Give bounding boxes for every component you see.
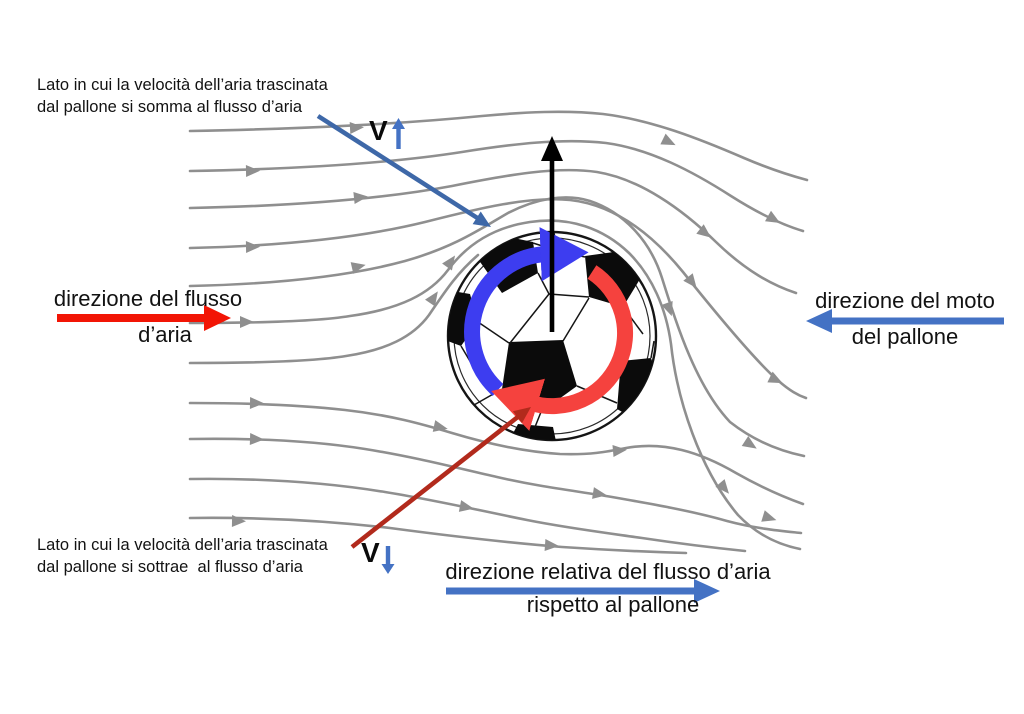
flow-arrowhead xyxy=(741,435,757,449)
ball-seam xyxy=(650,340,655,359)
streamline xyxy=(188,437,803,535)
caption-bottom-line2: dal pallone si sottrae al flusso d’aria xyxy=(37,558,303,576)
flow-arrowhead xyxy=(761,510,777,522)
relative-flow-label-line2: rispetto al pallone xyxy=(526,592,700,617)
flow-arrowhead xyxy=(240,316,254,328)
caption-top-line2: dal pallone si somma al flusso d’aria xyxy=(37,98,303,116)
flow-arrowhead xyxy=(249,433,264,445)
flow-direction-label-line2: d’aria xyxy=(138,322,192,347)
streamline xyxy=(188,516,688,555)
flow-arrowhead xyxy=(249,397,264,409)
flow-arrowhead xyxy=(767,371,783,384)
streamline xyxy=(188,401,805,506)
ball-seam xyxy=(548,293,590,298)
flow-arrowhead xyxy=(612,445,627,457)
ball-seam xyxy=(477,321,510,344)
callout-somma-arrowhead xyxy=(472,211,491,227)
rotation-arrow-red xyxy=(491,265,633,431)
lift-arrowhead xyxy=(541,136,563,161)
caption-top-line1: Lato in cui la velocità dell’aria trasci… xyxy=(37,76,328,94)
flow-arrowhead xyxy=(660,133,676,146)
streamline xyxy=(188,219,802,551)
streamline xyxy=(188,196,806,458)
flow-arrowhead xyxy=(592,487,607,499)
ball-motion-label-line2: del pallone xyxy=(851,324,959,349)
flow-arrowhead xyxy=(765,210,781,223)
v-down-arrow-icon xyxy=(381,546,395,574)
flow-arrowhead xyxy=(350,262,366,274)
flow-arrowhead xyxy=(683,273,697,289)
relative-flow-arrow xyxy=(446,579,720,603)
rotation-arrow-blue xyxy=(464,227,589,396)
v-label-bottom: V xyxy=(361,537,380,568)
lift-arrow xyxy=(541,136,563,332)
flow-arrowhead xyxy=(245,241,260,253)
callout-sottrae xyxy=(350,407,531,549)
ball-seam xyxy=(562,297,590,342)
flow-arrowhead xyxy=(715,479,729,494)
streamline xyxy=(188,197,808,400)
flow-arrowhead xyxy=(442,255,456,271)
flow-arrowhead xyxy=(432,420,448,432)
callout-somma xyxy=(316,114,491,227)
flow-arrowhead xyxy=(696,224,712,238)
streamline xyxy=(188,253,480,365)
flow-direction-label-line1: direzione del flusso xyxy=(53,286,243,311)
flow-arrowhead xyxy=(245,165,260,177)
v-up-arrow-icon xyxy=(392,118,405,149)
ball-motion-label-line1: direzione del moto xyxy=(815,288,995,313)
flow-arrowhead xyxy=(231,515,246,527)
flow-arrowhead xyxy=(425,291,438,307)
ball-seam xyxy=(509,293,550,344)
flow-arrowhead xyxy=(544,539,559,551)
streamlines xyxy=(188,110,809,555)
flow-arrowhead xyxy=(458,500,474,512)
streamline xyxy=(188,139,805,233)
streamline xyxy=(188,110,809,182)
streamline xyxy=(188,168,798,295)
flow-arrowhead xyxy=(353,192,368,204)
air-flow-arrow xyxy=(57,305,231,331)
flow-arrowhead xyxy=(661,300,673,317)
callout-sottrae-arrowhead xyxy=(512,407,531,424)
streamline-arrowheads xyxy=(231,122,783,551)
streamline xyxy=(188,477,747,553)
caption-bottom-line1: Lato in cui la velocità dell’aria trasci… xyxy=(37,536,328,554)
v-label-top: V xyxy=(369,115,388,146)
callout-somma-line xyxy=(316,114,481,221)
ball-motion-arrow xyxy=(806,309,1004,333)
callout-sottrae-line xyxy=(350,414,521,549)
relative-flow-label-line1: direzione relativa del flusso d’aria xyxy=(445,559,771,584)
flow-arrowhead xyxy=(349,122,364,134)
